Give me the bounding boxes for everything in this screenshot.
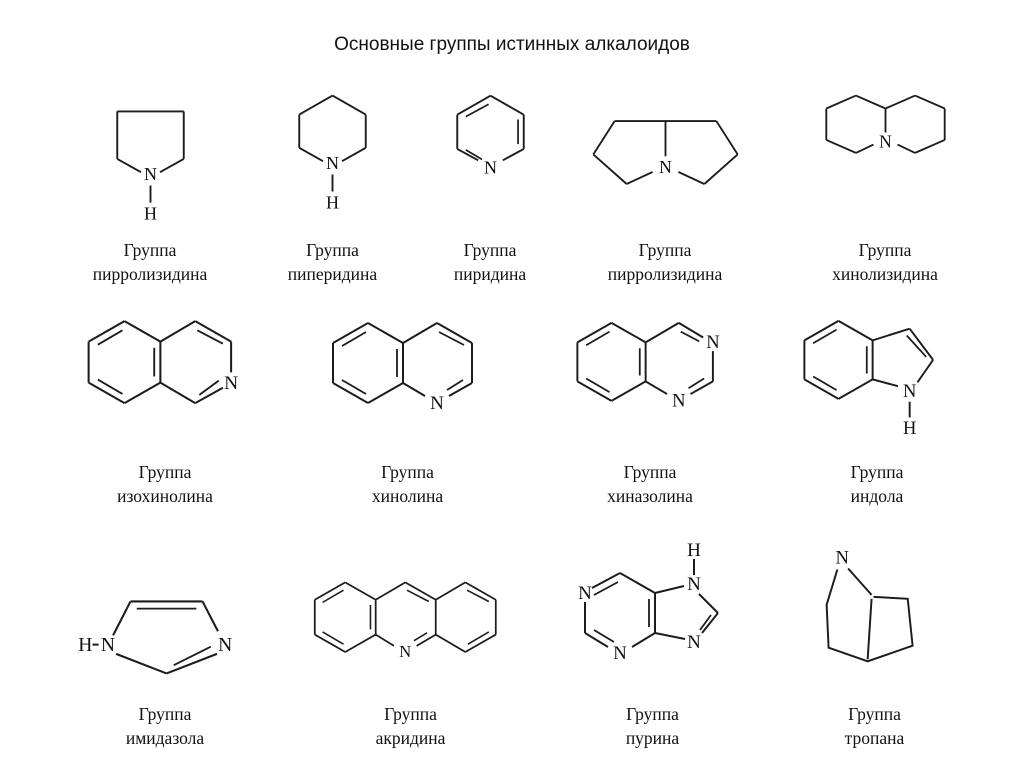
group-cell-indole: N H Группа индола [772, 310, 982, 506]
group-label-line1: Группа [638, 240, 692, 260]
group-label: Группа пиперидина [255, 238, 410, 286]
nitrogen-atom-label: N [687, 632, 701, 653]
group-label-line1: Группа [123, 240, 177, 260]
group-cell-acridine: N Группа акридина [288, 540, 533, 748]
hydrogen-atom-label: H [143, 204, 156, 224]
nitrogen-atom-label: N [578, 583, 592, 604]
nitrogen-atom-label: N [659, 157, 672, 177]
purine-structure: N N H N N [578, 542, 719, 664]
pyrrolidine-structure: N H [115, 110, 185, 224]
group-label-line1: Группа [623, 462, 677, 482]
group-cell-quinazoline: N N Группа хиназолина [545, 310, 755, 506]
hydrogen-atom-label: H [78, 635, 92, 656]
slide-title: Основные группы истинных алкалоидов [334, 34, 690, 55]
group-label-line2: хинолизидина [832, 264, 938, 285]
nitrogen-atom-label: N [836, 548, 849, 569]
group-label-line1: Группа [848, 704, 901, 724]
nitrogen-atom-label: N [399, 642, 411, 660]
imidazole-structure: H N N [78, 600, 232, 675]
group-cell-pyrrolizidine: N Группа пирролизидина [570, 88, 760, 284]
group-label-line2: хинолина [371, 486, 444, 507]
tropane-structure: N [825, 548, 914, 663]
group-cell-quinoline: N Группа хинолина [300, 310, 515, 506]
nitrogen-atom-label: N [483, 158, 496, 178]
pyrrolizidine-structure: N [592, 120, 738, 185]
hydrogen-atom-label: H [326, 193, 339, 213]
acridine-structure: N [313, 581, 497, 661]
group-label: Группа пирролизидина [570, 238, 760, 286]
group-label-line2: хиназолина [607, 486, 693, 507]
group-label-line1: Группа [381, 462, 434, 482]
group-label: Группа имидазола [70, 702, 260, 750]
group-cell-pyrrolidine: N H Группа пирролизидина [70, 88, 230, 284]
group-label-line2: изохинолина [117, 486, 213, 507]
nitrogen-atom-label: N [101, 635, 115, 656]
group-label-line2: имидазола [125, 728, 205, 749]
group-label: Группа акридина [288, 702, 533, 750]
group-label: Группа хиназолина [545, 460, 755, 508]
quinoline-structure: N [331, 322, 473, 413]
group-label: Группа тропана [782, 702, 967, 750]
group-label-line2: пиперидина [287, 264, 378, 285]
nitrogen-atom-label: N [143, 164, 156, 184]
group-label: Группа хинолина [300, 460, 515, 508]
group-cell-purine: N N H N N Группа пурина [550, 540, 755, 748]
group-label-line1: Группа [850, 462, 904, 482]
group-label-line1: Группа [306, 240, 359, 260]
hydrogen-atom-label: H [902, 418, 915, 439]
group-label-line1: Группа [463, 240, 517, 260]
hydrogen-atom-label: H [687, 542, 701, 561]
group-cell-isoquinoline: N Группа изохинолина [55, 310, 275, 506]
nitrogen-atom-label: N [218, 635, 232, 656]
nitrogen-atom-label: N [706, 332, 719, 353]
nitrogen-atom-label: N [879, 131, 892, 151]
pyridine-structure: N [455, 94, 525, 178]
group-label-line2: пирролизидина [607, 264, 723, 285]
group-label-line1: Группа [858, 240, 912, 260]
nitrogen-atom-label: N [687, 574, 701, 595]
nitrogen-atom-label: N [430, 393, 444, 413]
piperidine-structure: N H [298, 94, 367, 213]
group-label-line2: пирролизидина [92, 264, 208, 285]
group-label-line2: индола [850, 486, 904, 507]
group-label: Группа индола [772, 460, 982, 508]
nitrogen-atom-label: N [672, 391, 685, 411]
group-label: Группа пиридина [420, 238, 560, 286]
group-label: Группа пирролизидина [70, 238, 230, 286]
group-cell-imidazole: H N N Группа имидазола [70, 540, 260, 748]
group-label-line1: Группа [384, 704, 437, 724]
nitrogen-atom-label: N [224, 373, 238, 394]
nitrogen-atom-label: N [613, 643, 627, 664]
group-label-line1: Группа [138, 462, 192, 482]
group-label: Группа хинолизидина [785, 238, 985, 286]
indole-structure: N H [802, 320, 934, 439]
group-label-line2: акридина [375, 728, 446, 749]
group-label-line2: пурина [625, 728, 680, 749]
group-label-line1: Группа [626, 704, 679, 724]
group-cell-pyridine: N Группа пиридина [420, 88, 560, 284]
isoquinoline-structure: N [87, 320, 238, 405]
group-label-line2: тропана [844, 728, 905, 749]
group-cell-tropane: N Группа тропана [782, 540, 967, 748]
group-cell-quinolizidine: N Группа хинолизидина [785, 88, 985, 284]
group-label: Группа изохинолина [55, 460, 275, 508]
nitrogen-atom-label: N [902, 381, 915, 402]
group-label-line2: пиридина [453, 264, 527, 285]
nitrogen-atom-label: N [326, 153, 339, 173]
quinazoline-structure: N N [575, 322, 719, 411]
quinolizidine-structure: N [824, 94, 946, 154]
group-label: Группа пурина [550, 702, 755, 750]
group-cell-piperidine: N H Группа пиперидина [255, 88, 410, 284]
group-label-line1: Группа [138, 704, 192, 724]
